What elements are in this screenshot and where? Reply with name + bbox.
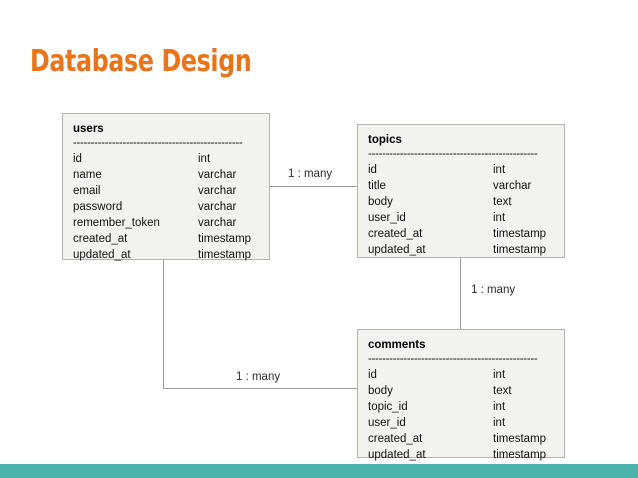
table-row: email varchar	[73, 183, 259, 199]
entity-separator-comments: ----------------------------------------…	[368, 354, 538, 365]
entity-table-users[interactable]: users ----------------------------------…	[62, 113, 270, 263]
field-type: int	[493, 401, 506, 413]
connector-users-comments-horizontal	[163, 388, 357, 389]
field-type: timestamp	[198, 249, 252, 261]
field-type: int	[198, 153, 211, 165]
entity-separator-topics: ----------------------------------------…	[368, 149, 538, 160]
field-name: remember_token	[73, 217, 160, 229]
table-row: updated_at timestamp	[368, 447, 554, 463]
field-type: text	[493, 196, 512, 208]
field-type: timestamp	[493, 449, 547, 461]
entity-name-comments: comments	[368, 339, 426, 351]
field-name: created_at	[368, 433, 423, 445]
field-name: updated_at	[73, 249, 131, 261]
field-name: user_id	[368, 417, 406, 429]
field-name: created_at	[73, 233, 128, 245]
table-row: user_id int	[368, 415, 554, 431]
entity-name-topics: topics	[368, 134, 402, 146]
table-row: updated_at timestamp	[73, 247, 259, 263]
table-row: name varchar	[73, 167, 259, 183]
field-type: varchar	[198, 169, 237, 181]
connector-users-topics	[270, 186, 357, 187]
table-row: remember_token varchar	[73, 215, 259, 231]
field-name: updated_at	[368, 244, 426, 256]
field-name: topic_id	[368, 401, 408, 413]
footer-accent-bar	[0, 464, 638, 478]
table-row: password varchar	[73, 199, 259, 215]
field-name: id	[368, 369, 377, 381]
field-type: timestamp	[493, 228, 547, 240]
field-type: timestamp	[198, 233, 252, 245]
field-type: int	[493, 212, 506, 224]
connector-topics-comments	[460, 258, 461, 329]
field-name: id	[368, 164, 377, 176]
field-type: varchar	[198, 217, 237, 229]
field-name: password	[73, 201, 123, 213]
table-row: body text	[368, 194, 554, 210]
entity-table-comments[interactable]: comments -------------------------------…	[357, 329, 565, 461]
field-type: text	[493, 385, 512, 397]
page-title: Database Design	[30, 44, 252, 79]
field-type: varchar	[198, 201, 237, 213]
table-row: created_at timestamp	[368, 226, 554, 242]
field-name: email	[73, 185, 101, 197]
table-row: created_at timestamp	[73, 231, 259, 247]
field-type: int	[493, 417, 506, 429]
table-row: body text	[368, 383, 554, 399]
field-type: int	[493, 369, 506, 381]
entity-name-users: users	[73, 123, 104, 135]
entity-separator-users: ----------------------------------------…	[73, 138, 243, 149]
table-row: id int	[73, 151, 259, 167]
field-name: body	[368, 196, 393, 208]
relationship-label-users-topics: 1 : many	[288, 168, 333, 180]
table-row: id int	[368, 162, 554, 178]
field-type: timestamp	[493, 433, 547, 445]
table-row: updated_at timestamp	[368, 242, 554, 258]
connector-users-comments-vertical	[163, 260, 164, 388]
field-type: varchar	[198, 185, 237, 197]
field-type: timestamp	[493, 244, 547, 256]
table-row: topic_id int	[368, 399, 554, 415]
field-type: varchar	[493, 180, 532, 192]
table-row: id int	[368, 367, 554, 383]
relationship-label-users-comments: 1 : many	[236, 371, 281, 383]
field-name: user_id	[368, 212, 406, 224]
field-name: title	[368, 180, 386, 192]
table-row: user_id int	[368, 210, 554, 226]
table-row: title varchar	[368, 178, 554, 194]
entity-table-topics[interactable]: topics ---------------------------------…	[357, 124, 565, 258]
field-name: id	[73, 153, 82, 165]
field-type: int	[493, 164, 506, 176]
field-name: name	[73, 169, 102, 181]
table-row: created_at timestamp	[368, 431, 554, 447]
field-name: created_at	[368, 228, 423, 240]
field-name: updated_at	[368, 449, 426, 461]
field-name: body	[368, 385, 393, 397]
relationship-label-topics-comments: 1 : many	[471, 284, 516, 296]
